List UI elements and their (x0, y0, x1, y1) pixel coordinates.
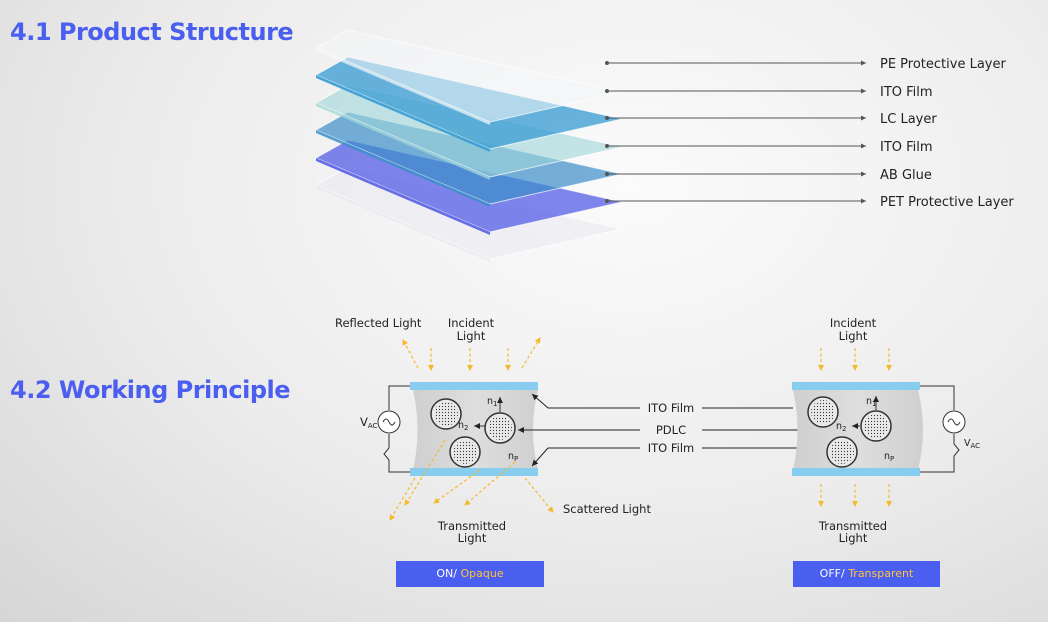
on-n1-label: n1 (487, 396, 498, 408)
callout-ito-film-top: ITO Film (648, 401, 695, 415)
center-callouts: ITO Film PDLC ITO Film (518, 393, 818, 467)
layer-edge (316, 48, 490, 125)
on-incident-light-label-1: Incident (448, 316, 495, 330)
on-bottom-electrode (410, 468, 538, 476)
layer-stack (314, 29, 623, 262)
off-incident-light-label-1: Incident (830, 316, 877, 330)
reflected-light-label: Reflected Light (335, 316, 422, 330)
on-np-label: nP (508, 451, 518, 463)
off-ac-wave-icon (947, 418, 961, 426)
layer-edge (316, 185, 490, 262)
off-np-label: nP (884, 451, 894, 463)
off-label: OFF/ (819, 567, 849, 580)
on-vac-label: VAC (360, 415, 378, 430)
layer-edge (316, 103, 490, 180)
layer-edge (316, 130, 490, 207)
off-incident-light-label-2: Light (839, 329, 868, 343)
callout-pdlc: PDLC (656, 423, 686, 437)
layer-leader-dot (605, 116, 609, 120)
scattered-light-label: Scattered Light (563, 502, 651, 516)
layer-leader-dot (605, 61, 609, 65)
layer-leader-dot (605, 172, 609, 176)
off-droplet (860, 410, 892, 442)
on-ac-wave-icon (382, 418, 396, 426)
layer-edge (316, 75, 490, 152)
on-transmitted-light-label-1: Transmitted (437, 519, 506, 533)
on-droplet (449, 436, 481, 468)
off-transmitted-light-label-1: Transmitted (818, 519, 887, 533)
off-cell: VAC n1 n2 nP Incident Light Transm (792, 316, 980, 545)
layer-edge (316, 158, 490, 235)
off-droplet (807, 396, 839, 428)
layer-label: PE Protective Layer (880, 57, 1006, 72)
layer-label: AB Glue (880, 168, 932, 183)
off-bottom-electrode (792, 468, 920, 476)
off-vac-label: VAC (964, 438, 980, 450)
on-label: ON/ (436, 567, 461, 580)
on-transmitted-light-label-2: Light (458, 531, 487, 545)
layer-label: PET Protective Layer (880, 195, 1014, 210)
off-n2-label: n2 (836, 421, 847, 433)
opaque-label: Opaque (460, 567, 504, 580)
on-incident-light-label-2: Light (457, 329, 486, 343)
off-droplet (826, 436, 858, 468)
off-top-electrode (792, 382, 920, 390)
callout-ito-film-bottom: ITO Film (648, 441, 695, 455)
layer-label: ITO Film (880, 85, 933, 100)
on-circuit-wire (383, 385, 410, 473)
on-droplet (484, 412, 516, 444)
working-principle-title: 4.2 Working Principle (10, 376, 291, 404)
on-n2-label: n2 (458, 420, 469, 432)
off-transparent-badge: OFF/ Transparent (793, 561, 940, 587)
transparent-label: Transparent (848, 567, 914, 580)
off-n1-label: n1 (866, 396, 877, 408)
on-top-electrode (410, 382, 538, 390)
on-droplet (430, 398, 462, 430)
on-cell: VAC n1 n2 nP (335, 316, 651, 545)
off-circuit-wire (920, 385, 960, 473)
off-transmitted-light-label-2: Light (839, 531, 868, 545)
on-opaque-badge: ON/ Opaque (396, 561, 544, 587)
product-structure-title: 4.1 Product Structure (10, 18, 294, 46)
layer-leader-dot (605, 89, 609, 93)
layer-leader-dot (605, 144, 609, 148)
layer-leader-dot (605, 199, 609, 203)
layer-label: LC Layer (880, 112, 937, 127)
layer-label: ITO Film (880, 140, 933, 155)
